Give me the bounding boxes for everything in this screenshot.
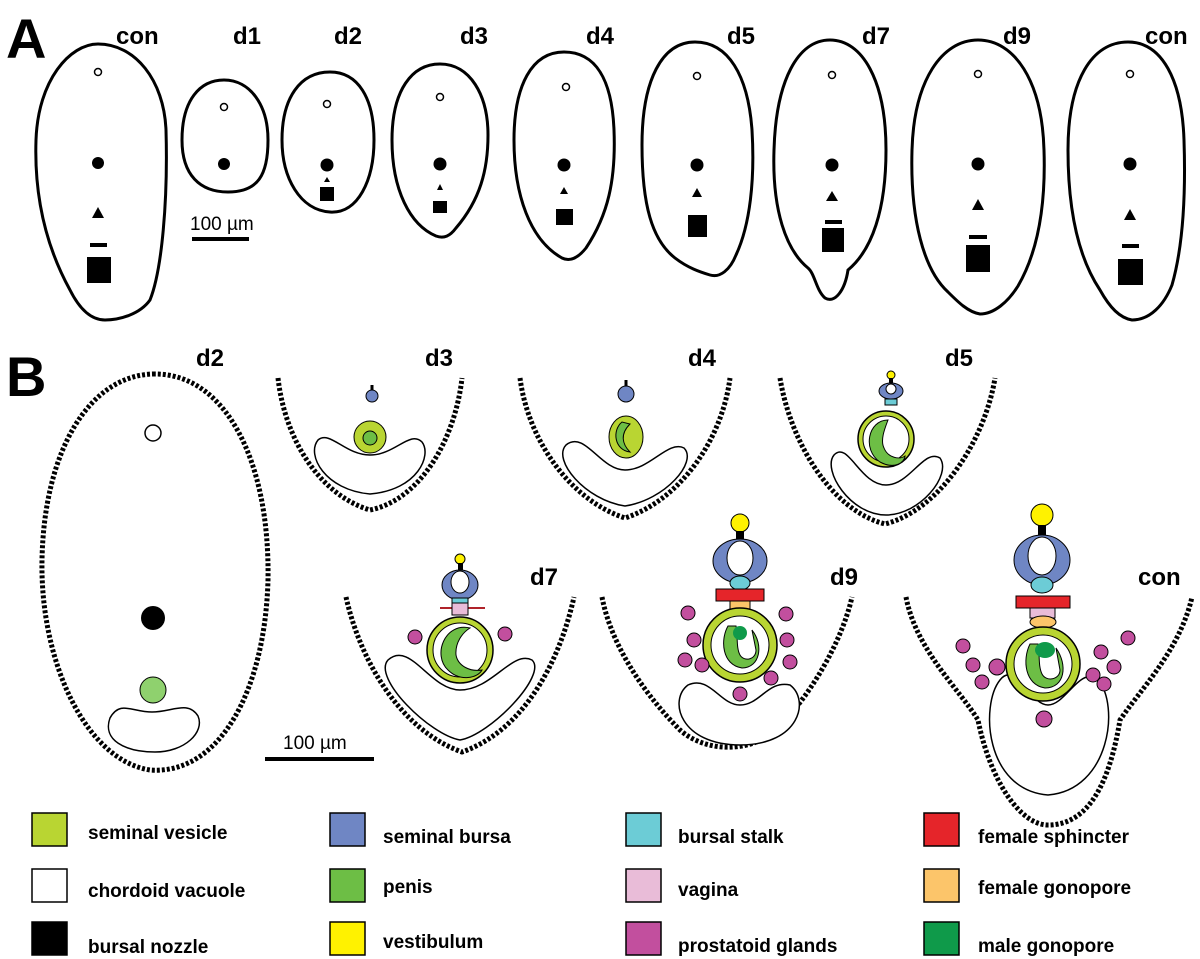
legend-label-vagina: vagina (678, 880, 739, 901)
legend-swatch-female-sphincter (923, 812, 960, 847)
legend-swatch-seminal-vesicle (31, 812, 68, 847)
stage-label-a-con: con (116, 23, 159, 50)
body-outline-d3 (390, 62, 490, 239)
body-outline-d9 (910, 38, 1046, 316)
section-d4 (517, 377, 733, 521)
body-outline-d4 (512, 50, 616, 262)
stage-label-b-d5: d5 (945, 345, 973, 372)
legend-label-female-sphincter: female sphincter (978, 827, 1130, 848)
legend-label-vestibulum: vestibulum (383, 932, 483, 953)
section-d7 (343, 553, 577, 755)
section-d9 (599, 513, 855, 750)
stage-label-a-d7: d7 (862, 23, 890, 50)
stage-label-a-d1: d1 (233, 23, 261, 50)
panel-b-stage-labels: d2 d3 d4 d5 d7 d9 con (196, 345, 1181, 591)
body-outline-con-2 (1066, 40, 1186, 322)
legend-swatch-seminal-bursa (329, 812, 366, 847)
legend-label-prostatoid-glands: prostatoid glands (678, 936, 837, 957)
body-outline-d7 (772, 38, 888, 301)
legend-label-male-gonopore: male gonopore (978, 936, 1114, 957)
section-d5 (777, 370, 998, 527)
stage-label-b-d4: d4 (688, 345, 717, 372)
legend-swatch-male-gonopore (923, 921, 960, 956)
body-outline-con (34, 42, 168, 322)
legend: seminal vesicle seminal bursa bursal sta… (31, 812, 1131, 958)
legend-swatch-vestibulum (329, 921, 366, 956)
body-outline-d1 (180, 78, 270, 194)
legend-swatch-chordoid-vacuole (31, 868, 68, 903)
section-d3 (275, 377, 465, 513)
stage-label-a-d4: d4 (586, 23, 615, 50)
legend-label-seminal-vesicle: seminal vesicle (88, 823, 227, 844)
legend-label-penis: penis (383, 877, 433, 898)
scale-bar-b: 100 µm (265, 733, 374, 761)
scale-bar-a-label: 100 µm (190, 214, 254, 235)
legend-label-chordoid-vacuole: chordoid vacuole (88, 881, 245, 902)
legend-swatch-bursal-nozzle (31, 921, 68, 956)
stage-label-a-d9: d9 (1003, 23, 1031, 50)
scale-bar-a: 100 µm (190, 214, 254, 241)
legend-swatch-penis (329, 868, 366, 903)
legend-label-bursal-stalk: bursal stalk (678, 827, 784, 848)
stage-label-b-d9: d9 (830, 564, 858, 591)
stage-label-a-d2: d2 (334, 23, 362, 50)
legend-label-bursal-nozzle: bursal nozzle (88, 937, 208, 958)
panel-a-stage-labels: con d1 d2 d3 d4 d5 d7 d9 con (116, 23, 1188, 50)
body-outline-d2 (280, 70, 376, 214)
legend-swatch-female-gonopore (923, 868, 960, 903)
panel-b-label: B (6, 345, 46, 408)
body-outline-d5 (640, 40, 755, 278)
stage-label-a-d5: d5 (727, 23, 755, 50)
stage-label-b-con: con (1138, 564, 1181, 591)
scale-bar-b-label: 100 µm (283, 733, 347, 754)
stage-label-b-d3: d3 (425, 345, 453, 372)
section-con (903, 503, 1195, 828)
panel-a-label: A (6, 7, 46, 70)
section-d2 (39, 371, 271, 773)
legend-swatch-bursal-stalk (625, 812, 662, 847)
legend-label-seminal-bursa: seminal bursa (383, 827, 511, 848)
stage-label-b-d7: d7 (530, 564, 558, 591)
legend-swatch-vagina (625, 868, 662, 903)
stage-label-a-con-2: con (1145, 23, 1188, 50)
stage-label-b-d2: d2 (196, 345, 224, 372)
legend-swatch-prostatoid-glands (625, 921, 662, 956)
legend-label-female-gonopore: female gonopore (978, 878, 1131, 899)
stage-label-a-d3: d3 (460, 23, 488, 50)
